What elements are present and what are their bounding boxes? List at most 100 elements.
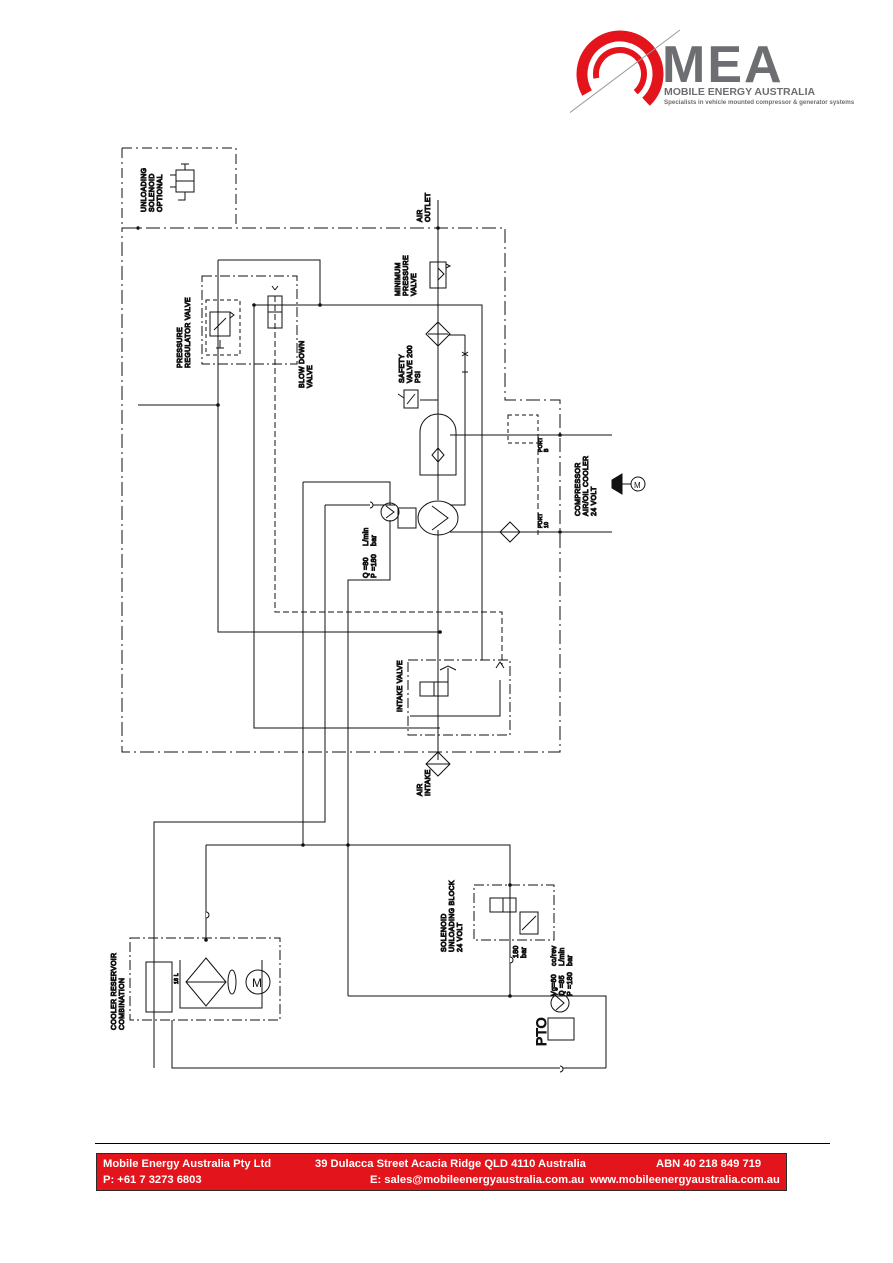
label-air-outlet-1: AIR	[417, 209, 424, 222]
label-pto-p: P =180	[567, 972, 574, 996]
regulator-boundary	[201, 275, 298, 365]
label-unloading-solenoid-2: SOLENOID	[149, 173, 156, 212]
label-port-10-2: 10	[544, 522, 550, 528]
pipe-motor-top	[303, 481, 391, 505]
crossover-1	[205, 911, 210, 919]
footer-abn: ABN 40 218 849 719	[656, 1158, 762, 1170]
pipe-upper-rail	[254, 304, 483, 660]
footer-phone: P: +61 7 3273 6803	[103, 1174, 202, 1186]
pilot-restrictor-icon	[461, 351, 469, 373]
label-safety-3: PSI	[415, 371, 422, 383]
pilot-line-blowdown	[274, 296, 503, 665]
label-port-10-1: PORT	[538, 513, 544, 528]
label-air-outlet-2: OUTLET	[425, 192, 432, 222]
label-min-pressure-1: MINIMUM	[395, 262, 402, 296]
crossover-2	[509, 956, 514, 964]
svg-text:M: M	[252, 976, 262, 990]
label-min-pressure-2: PRESSURE	[403, 255, 410, 296]
pipe-top-rail	[218, 259, 321, 305]
safety-valve-icon	[397, 389, 419, 409]
blow-down-valve-icon	[267, 285, 283, 329]
label-air-intake-1: AIR	[417, 783, 424, 796]
pipe-return-main	[153, 505, 326, 1068]
label-port-b-1: PORT	[538, 437, 544, 452]
label-motor-unit-p: bar	[371, 535, 378, 546]
label-air-intake-2: INTAKE	[425, 769, 432, 796]
separator-filter-icon	[425, 321, 451, 347]
unloading-block-valve-icon	[489, 897, 539, 935]
hydraulic-motor-icon	[380, 502, 400, 522]
pipe-reservoir-inner	[179, 960, 263, 1009]
footer-company: Mobile Energy Australia Pty Ltd	[103, 1158, 272, 1170]
label-blow-down-2: VALVE	[307, 365, 314, 388]
pipe-regulator-left	[217, 260, 442, 633]
label-cooler-3: 24 VOLT	[591, 486, 598, 516]
pressure-regulator-valve-icon	[209, 311, 235, 349]
label-cooler-2: AIR/OIL COOLER	[583, 456, 590, 516]
cooler-reservoir-boundary	[129, 937, 281, 1021]
label-unloading-block-2: UNLOADING BLOCK	[449, 880, 456, 952]
pto-pump-icon	[547, 993, 575, 1041]
label-pto: PTO	[533, 1017, 549, 1046]
solenoid-optional-boundary	[121, 147, 237, 228]
label-pto-unit-q: L/min	[559, 947, 566, 966]
label-unloading-block-3: 24 VOLT	[457, 922, 464, 952]
label-pto-unit-p: bar	[567, 955, 574, 966]
pipe-motor-lower	[347, 520, 391, 996]
crossover-3	[559, 1065, 564, 1073]
label-cooler-reservoir-1: COOLER RESERVOIR	[111, 953, 118, 1030]
oil-filter-icon	[499, 521, 521, 543]
compressor-air-end-icon	[397, 500, 459, 536]
pipe-pto-feed	[348, 995, 607, 1068]
logo-wordmark: MEA	[662, 36, 784, 94]
label-block-pressure-1: 180	[513, 945, 520, 958]
label-intake-valve: INTAKE VALVE	[397, 660, 404, 712]
pipe-left-outer	[253, 305, 440, 729]
label-pto-q: Q =85	[559, 975, 566, 996]
pipe-hyd-supply	[206, 844, 511, 996]
cooler-boundary	[507, 414, 539, 444]
air-intake-filter-icon	[425, 751, 451, 777]
footer-website-link[interactable]: www.mobileenergyaustralia.com.au	[590, 1174, 780, 1186]
junction-dots	[136, 226, 562, 998]
svg-text:M: M	[634, 481, 641, 490]
label-block-pressure-2: bar	[521, 947, 528, 958]
label-regulator-1: PRESSURE	[177, 327, 184, 368]
label-unloading-block-1: SOLENOID	[441, 913, 448, 952]
label-port-b-2: B	[544, 448, 550, 452]
unloading-solenoid-icon	[170, 163, 195, 201]
footer-divider	[95, 1143, 830, 1144]
unloading-block-boundary	[473, 884, 555, 941]
label-pto-unit-vg: cc/rev	[551, 945, 558, 966]
pipe-intake-bottom	[410, 680, 501, 717]
label-blow-down-1: BLOW DOWN	[299, 341, 306, 388]
label-motor-p: P =180	[371, 554, 378, 578]
footer-address: 39 Dulacca Street Acacia Ridge QLD 4110 …	[315, 1158, 586, 1170]
compressor-package-boundary	[121, 227, 561, 753]
receiver-tank-icon	[419, 413, 457, 476]
label-motor-q: Q =80	[363, 557, 370, 578]
label-cooler-1: COMPRESSOR	[575, 462, 582, 516]
footer-email-link[interactable]: E: sales@mobileenergyaustralia.com.au	[370, 1174, 585, 1186]
cooler-fan-motor-icon: M	[611, 473, 646, 495]
logo-company-name: MOBILE ENERGY AUSTRALIA	[664, 86, 816, 98]
pipe-safety-pilot	[450, 335, 466, 506]
cooler-reservoir-icon: M	[145, 957, 271, 1013]
logo-tagline: Specialists in vehicle mounted compresso…	[664, 99, 855, 106]
label-regulator-2: REGULATOR VALVE	[185, 297, 192, 368]
intake-valve-icon	[419, 661, 505, 697]
pipe-drain	[171, 1020, 606, 1069]
label-unloading-solenoid-1: UNLOADING	[141, 168, 148, 212]
label-pto-vg: Vg=60	[551, 974, 558, 996]
label-unloading-solenoid-3: OPTIONAL	[157, 174, 164, 212]
regulator-inner-boundary	[205, 299, 241, 356]
crossover-4	[369, 501, 374, 509]
mea-logo: MEA MOBILE ENERGY AUSTRALIA Specialists …	[570, 29, 855, 118]
footer-contact-bar: Mobile Energy Australia Pty Ltd 39 Dulac…	[96, 1153, 787, 1191]
minimum-pressure-valve-icon	[429, 261, 452, 289]
label-motor-unit-q: L/min	[363, 527, 370, 546]
label-safety-1: SAFETY	[399, 354, 406, 383]
label-min-pressure-3: VALVE	[411, 273, 418, 296]
intake-valve-boundary	[407, 659, 511, 736]
